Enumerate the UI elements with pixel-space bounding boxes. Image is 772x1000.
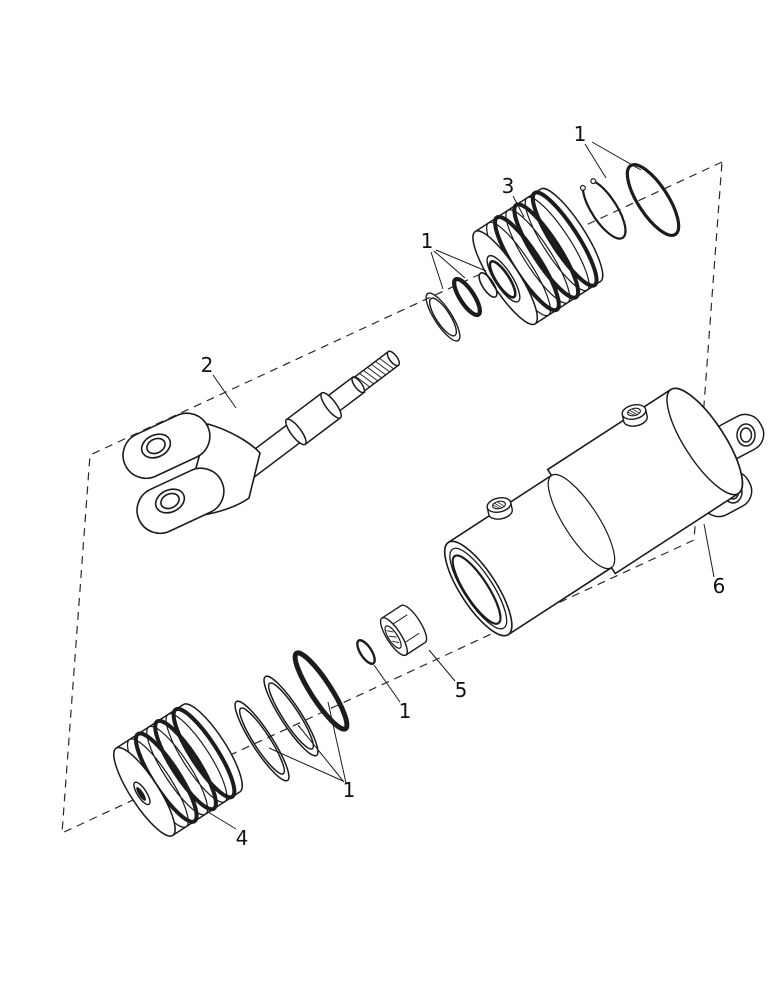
part-piston-seals	[234, 650, 350, 782]
callout-gland: 3	[501, 174, 515, 198]
callout-retaining-rings: 1	[573, 122, 587, 146]
callout-cylinder-barrel: 6	[712, 574, 726, 598]
leader-lines	[207, 141, 715, 830]
callout-piston-nut: 5	[454, 678, 468, 702]
part-gland	[472, 187, 604, 326]
part-retaining-rings	[579, 163, 681, 240]
callout-o-ring: 1	[398, 699, 412, 723]
part-clevis	[122, 412, 261, 535]
part-piston	[113, 703, 243, 837]
callout-piston: 4	[235, 826, 249, 850]
callout-piston-seal-set: 1	[342, 778, 356, 802]
barrel-port-front	[486, 497, 513, 520]
part-piston-nut	[379, 604, 428, 657]
part-cylinder-barrel	[443, 387, 744, 637]
part-rod-seals	[425, 272, 498, 342]
reference-plane	[61, 161, 723, 834]
barrel-port-rear	[621, 404, 648, 427]
callout-rod-seal-set: 1	[420, 229, 434, 253]
part-rod	[240, 350, 401, 478]
callout-rod-and-clevis: 2	[200, 353, 214, 377]
part-o-ring	[356, 639, 376, 665]
